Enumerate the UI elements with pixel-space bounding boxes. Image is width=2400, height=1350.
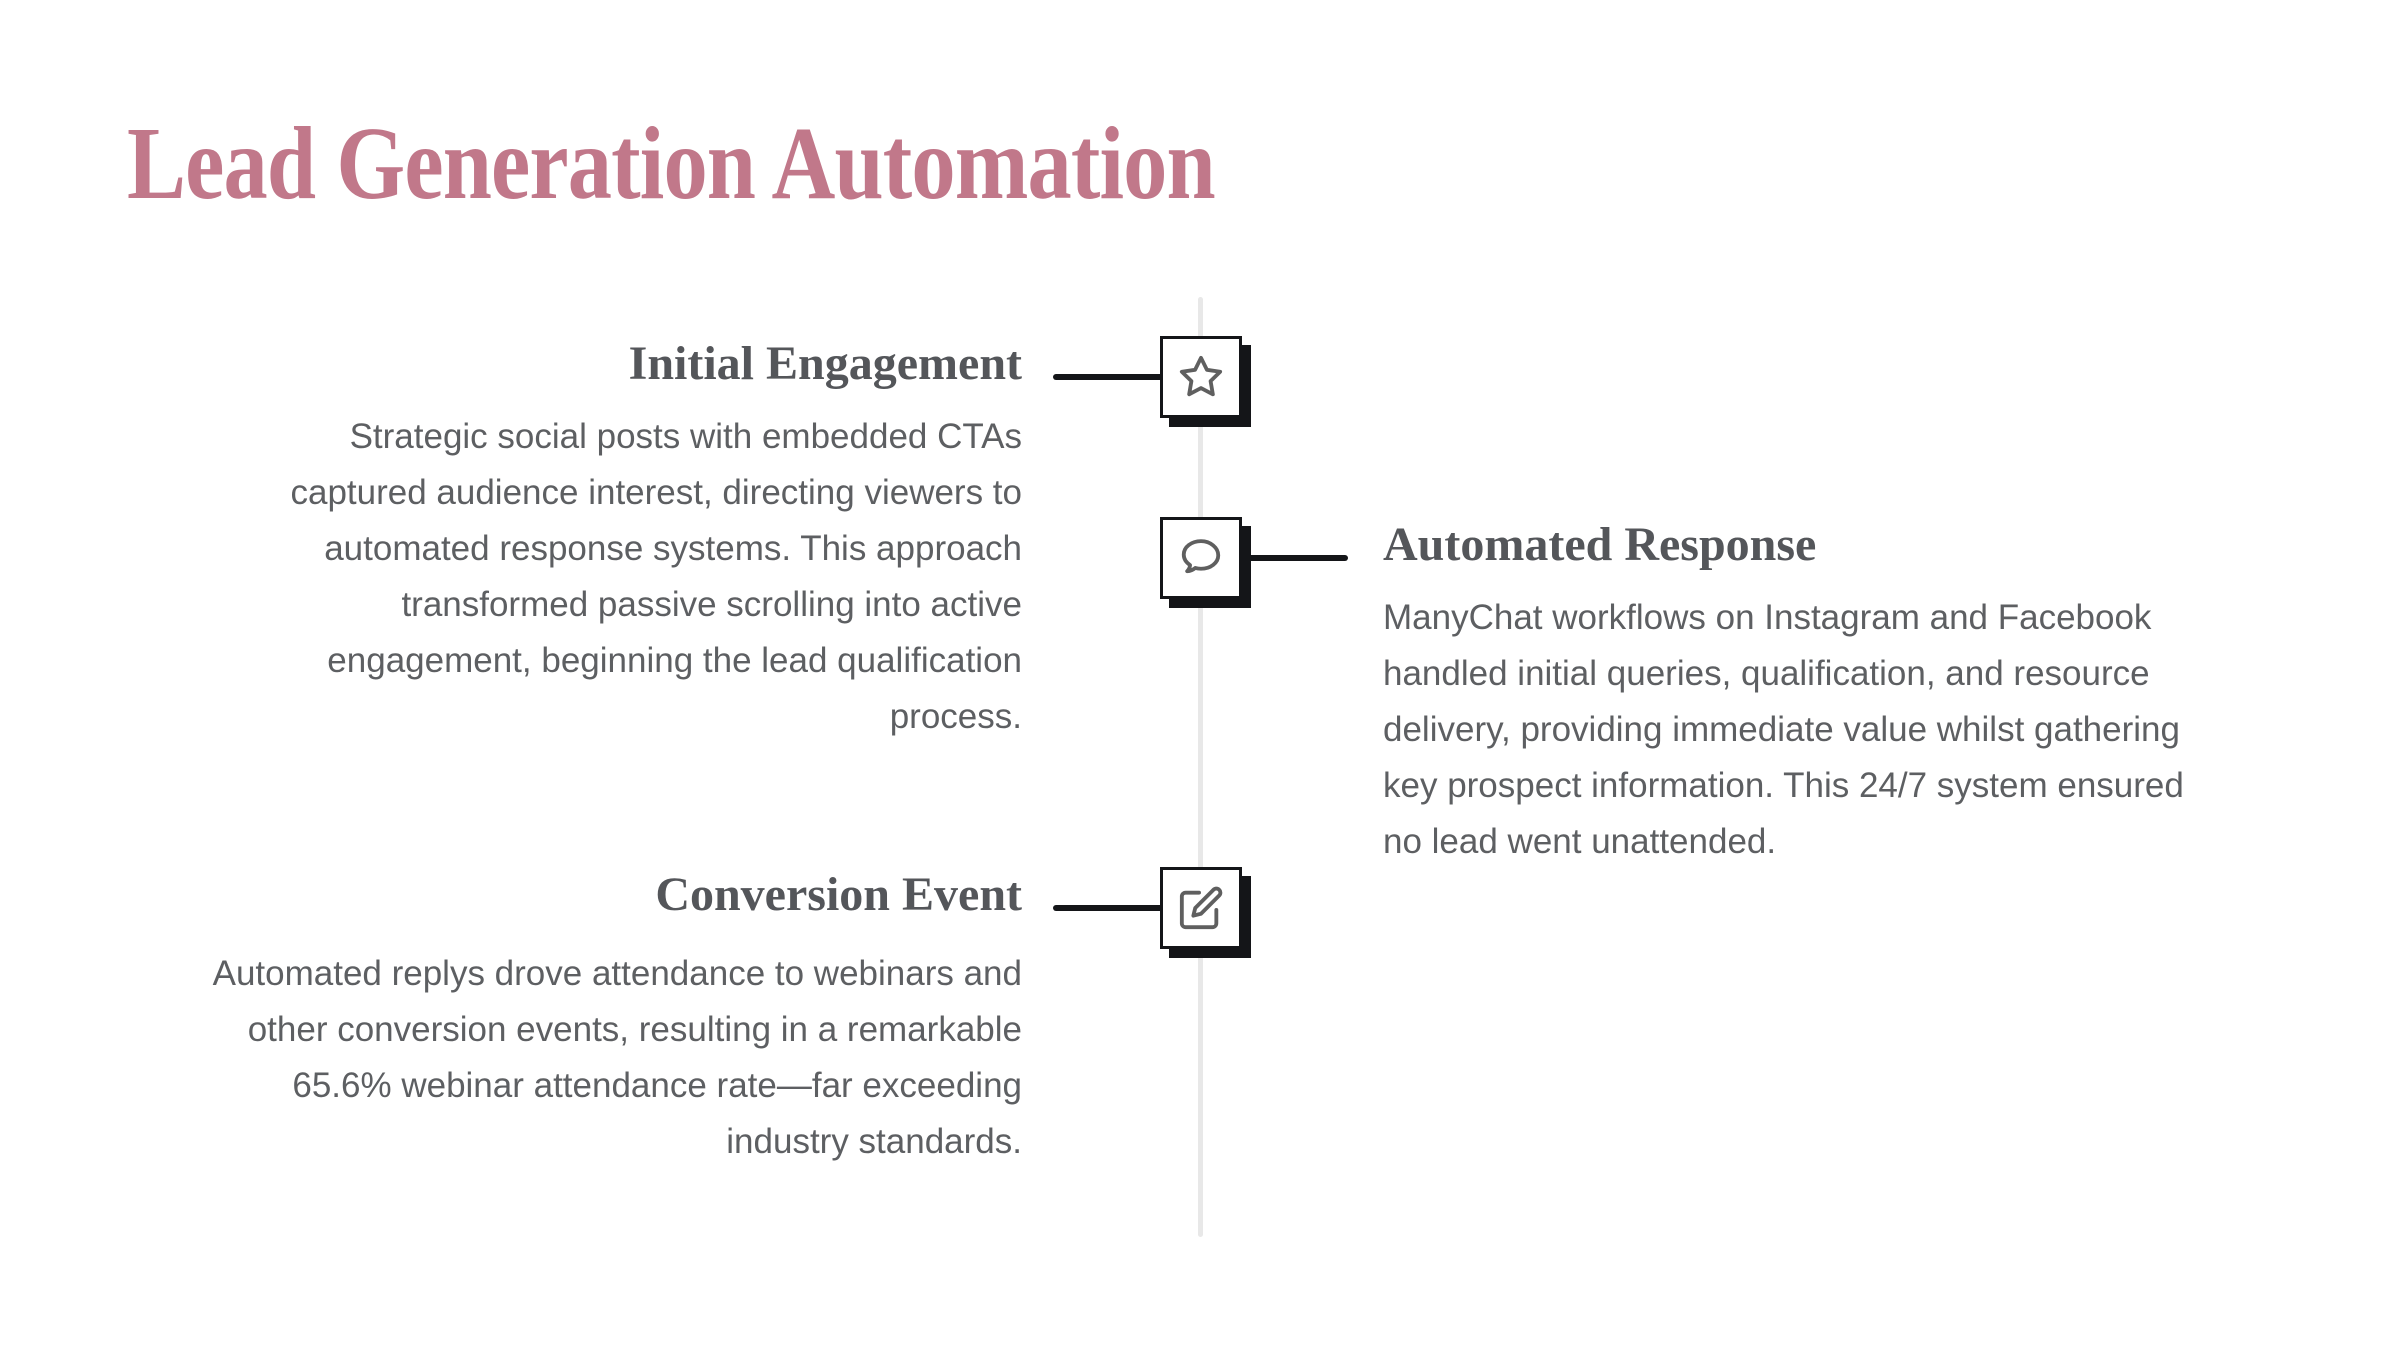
- connector-line-conversion-event: [1053, 905, 1163, 911]
- edit-icon: [1179, 886, 1223, 930]
- page-title: Lead Generation Automation: [127, 106, 1216, 221]
- item-body-automated-response: ManyChat workflows on Instagram and Face…: [1383, 598, 2184, 861]
- item-body-initial-engagement: Strategic social posts with embedded CTA…: [290, 417, 1022, 736]
- icon-box-automated-response: [1160, 517, 1242, 599]
- star-icon: [1179, 355, 1223, 397]
- icon-box-conversion-event: [1160, 867, 1242, 949]
- timeline-item-initial-engagement: Initial Engagement Strategic social post…: [130, 336, 1022, 745]
- connector-line-initial-engagement: [1053, 374, 1163, 380]
- timeline-item-automated-response: Automated Response ManyChat workflows on…: [1383, 517, 2333, 870]
- item-heading-conversion-event: Conversion Event: [655, 868, 1022, 921]
- timeline-item-conversion-event: Conversion Event Automated replys drove …: [130, 867, 1022, 1170]
- item-body-conversion-event: Automated replys drove attendance to web…: [212, 954, 1022, 1161]
- item-heading-automated-response: Automated Response: [1383, 518, 1817, 571]
- timeline-line: [1198, 297, 1203, 1237]
- item-heading-initial-engagement: Initial Engagement: [628, 337, 1022, 390]
- icon-box-initial-engagement: [1160, 336, 1242, 418]
- connector-line-automated-response: [1239, 555, 1348, 561]
- speech-bubble-icon: [1181, 539, 1221, 574]
